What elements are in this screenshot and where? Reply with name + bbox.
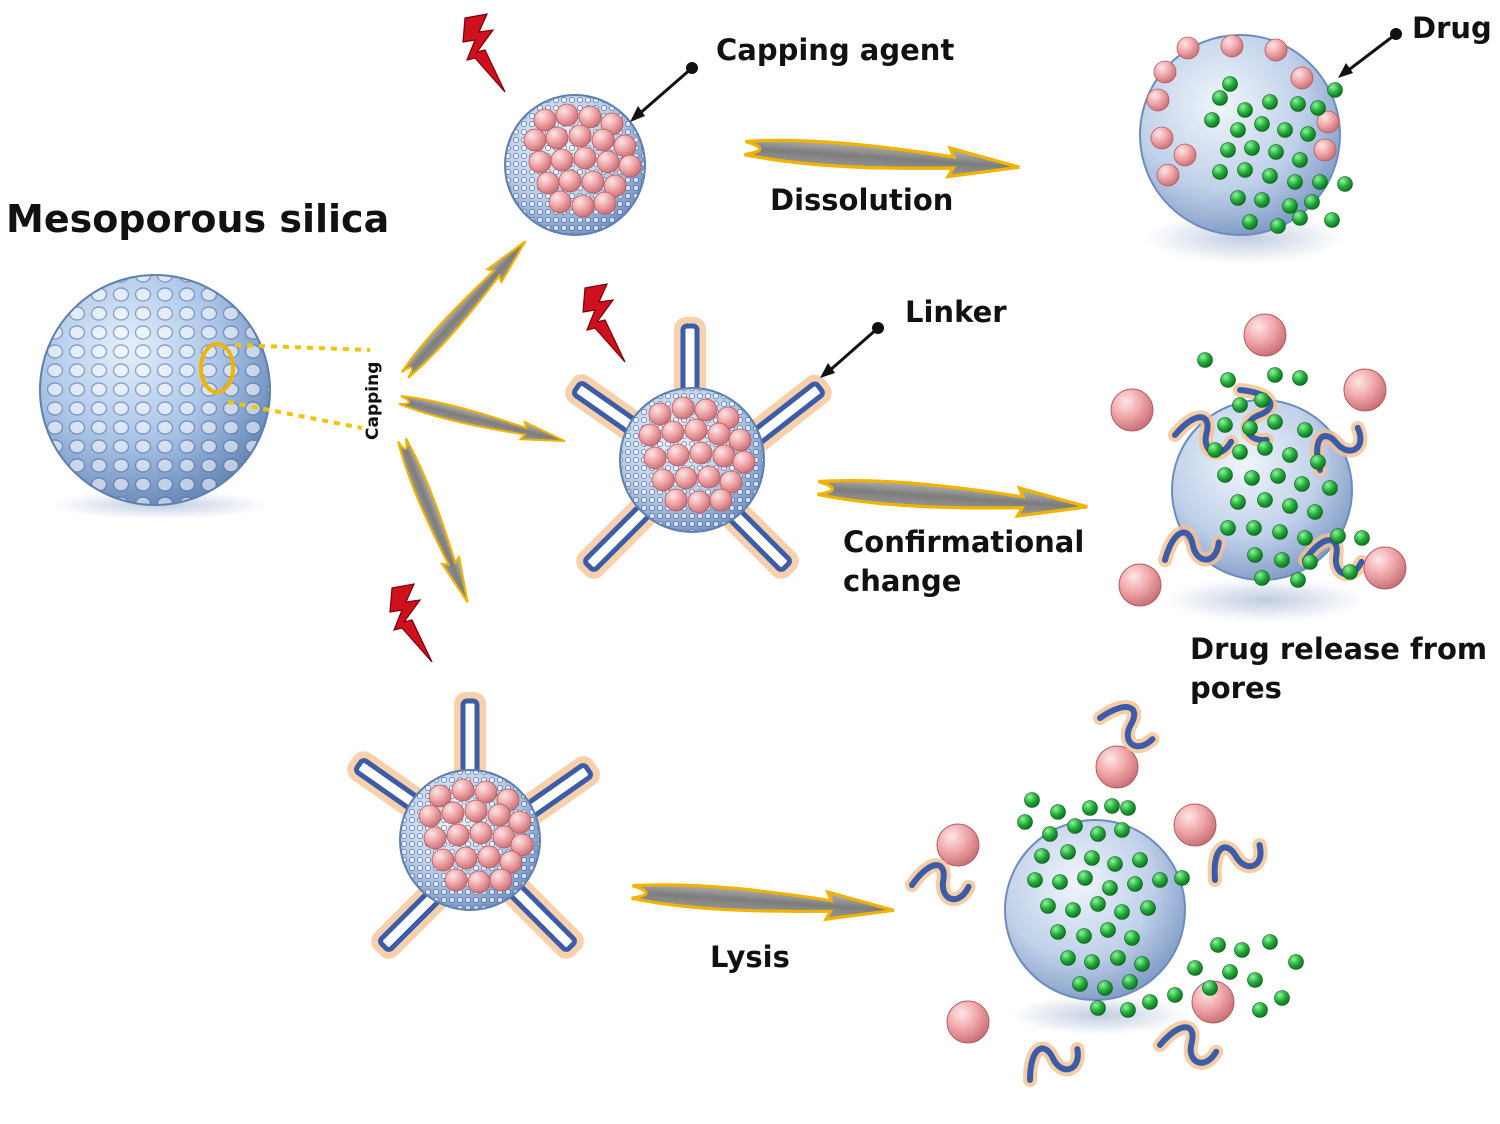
lightning-bolt-icon — [389, 583, 433, 663]
label-drug: Drug — [1412, 11, 1492, 45]
confirmational-result-particle — [1110, 313, 1407, 622]
arrow-to-confirmational-branch — [396, 390, 569, 451]
linker-particle-middle — [570, 324, 827, 574]
label-confirmational-line1: Confirmational — [843, 525, 1084, 559]
label-dissolution: Dissolution — [770, 183, 953, 217]
label-confirmational-line2: change — [843, 564, 961, 598]
lysis-arrow — [629, 876, 897, 926]
dissolution-result-particle — [1139, 34, 1353, 264]
linker-pointer — [820, 322, 884, 378]
capped-particle-top — [504, 94, 646, 236]
dissolution-arrow — [742, 132, 1022, 184]
label-capping: Capping — [363, 362, 383, 440]
linker-particle-bottom — [352, 699, 595, 954]
label-capping-agent: Capping agent — [716, 33, 954, 67]
highlighted-pore — [199, 342, 235, 394]
drug-pointer — [1338, 28, 1402, 78]
lightning-bolt-icon — [462, 13, 506, 93]
capping-callout-lines — [227, 343, 371, 430]
label-drug-release-line1: Drug release from — [1190, 632, 1487, 666]
arrow-to-lysis-branch — [392, 435, 478, 607]
lightning-bolt-icon — [582, 283, 626, 363]
mesoporous-silica-particle — [39, 274, 271, 519]
confirmational-change-arrow — [815, 472, 1090, 523]
label-drug-release-line2: pores — [1190, 671, 1282, 705]
label-linker: Linker — [905, 295, 1007, 329]
title-mesoporous-silica: Mesoporous silica — [6, 197, 389, 241]
label-lysis: Lysis — [710, 940, 790, 974]
arrow-to-dissolution-branch — [396, 233, 534, 383]
capping-agent-pointer — [630, 62, 698, 122]
lysis-result-particle — [911, 697, 1304, 1086]
